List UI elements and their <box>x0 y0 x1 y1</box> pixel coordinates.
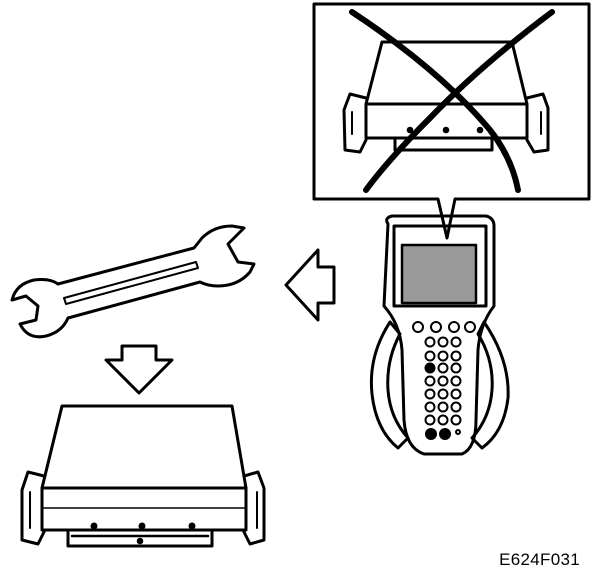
callout-module <box>342 40 550 154</box>
prohibited-cross-icon <box>349 9 555 193</box>
keypad-key-active[interactable] <box>424 362 436 374</box>
keypad-key[interactable] <box>450 401 462 413</box>
scan-tool-body <box>382 214 496 456</box>
wrench-shaft-groove <box>63 261 199 305</box>
keypad-key[interactable] <box>437 388 449 400</box>
callout-module-flange-left <box>342 92 368 154</box>
keypad-key[interactable] <box>437 350 449 362</box>
keypad-key[interactable] <box>450 362 462 374</box>
wrench-outline <box>10 224 256 339</box>
function-key[interactable] <box>430 321 442 333</box>
hollow-arrow-down-icon <box>104 344 174 395</box>
hollow-arrow-left-icon <box>284 248 336 322</box>
cross-stroke-a <box>349 9 521 193</box>
module-connector <box>66 528 214 548</box>
module-top <box>40 404 248 490</box>
connector-jack-small <box>455 429 461 435</box>
keypad-key[interactable] <box>450 350 462 362</box>
scan-tool-keypad <box>424 336 462 426</box>
scan-tool-function-keys <box>412 321 476 333</box>
keypad-key[interactable] <box>424 388 436 400</box>
cross-stroke-b <box>363 9 555 193</box>
callout-module-front <box>364 102 529 140</box>
module-screw <box>138 522 146 530</box>
scan-tool-handle-left <box>369 320 410 450</box>
keypad-key[interactable] <box>450 336 462 348</box>
scan-tool-connectors <box>425 428 461 440</box>
scan-tool-screen <box>400 243 478 305</box>
keypad-key[interactable] <box>437 336 449 348</box>
keypad-key[interactable] <box>437 375 449 387</box>
keypad-key[interactable] <box>424 375 436 387</box>
scan-tool-handle-right <box>470 320 510 450</box>
module-screw <box>188 522 196 530</box>
module-screw <box>136 537 144 545</box>
keypad-key[interactable] <box>424 401 436 413</box>
module-flange-left <box>20 470 46 546</box>
function-key[interactable] <box>412 321 424 333</box>
keypad-key[interactable] <box>437 401 449 413</box>
keypad-key[interactable] <box>424 336 436 348</box>
function-key[interactable] <box>448 321 460 333</box>
prohibited-module-callout <box>312 2 591 240</box>
keypad-key[interactable] <box>437 362 449 374</box>
callout-module-connector <box>393 136 494 152</box>
control-module-icon <box>20 404 266 548</box>
module-screw <box>90 522 98 530</box>
callout-frame <box>312 2 591 240</box>
keypad-key[interactable] <box>450 388 462 400</box>
callout-module-screw <box>476 126 484 134</box>
connector-jack <box>439 428 451 440</box>
figure-code-label: E624F031 <box>499 550 580 569</box>
module-flange-right <box>242 470 266 546</box>
keypad-key[interactable] <box>437 414 449 426</box>
callout-module-screw <box>442 126 450 134</box>
function-key[interactable] <box>464 321 476 333</box>
callout-module-flange-right <box>525 92 550 154</box>
keypad-key[interactable] <box>450 375 462 387</box>
keypad-key[interactable] <box>450 414 462 426</box>
open-end-wrench-icon <box>10 224 256 339</box>
module-front <box>40 486 248 532</box>
scan-tool-bezel <box>392 224 488 308</box>
handheld-scan-tool-icon <box>369 214 510 456</box>
connector-jack <box>425 428 437 440</box>
keypad-key[interactable] <box>424 350 436 362</box>
callout-module-screw <box>406 126 414 134</box>
keypad-key[interactable] <box>424 414 436 426</box>
